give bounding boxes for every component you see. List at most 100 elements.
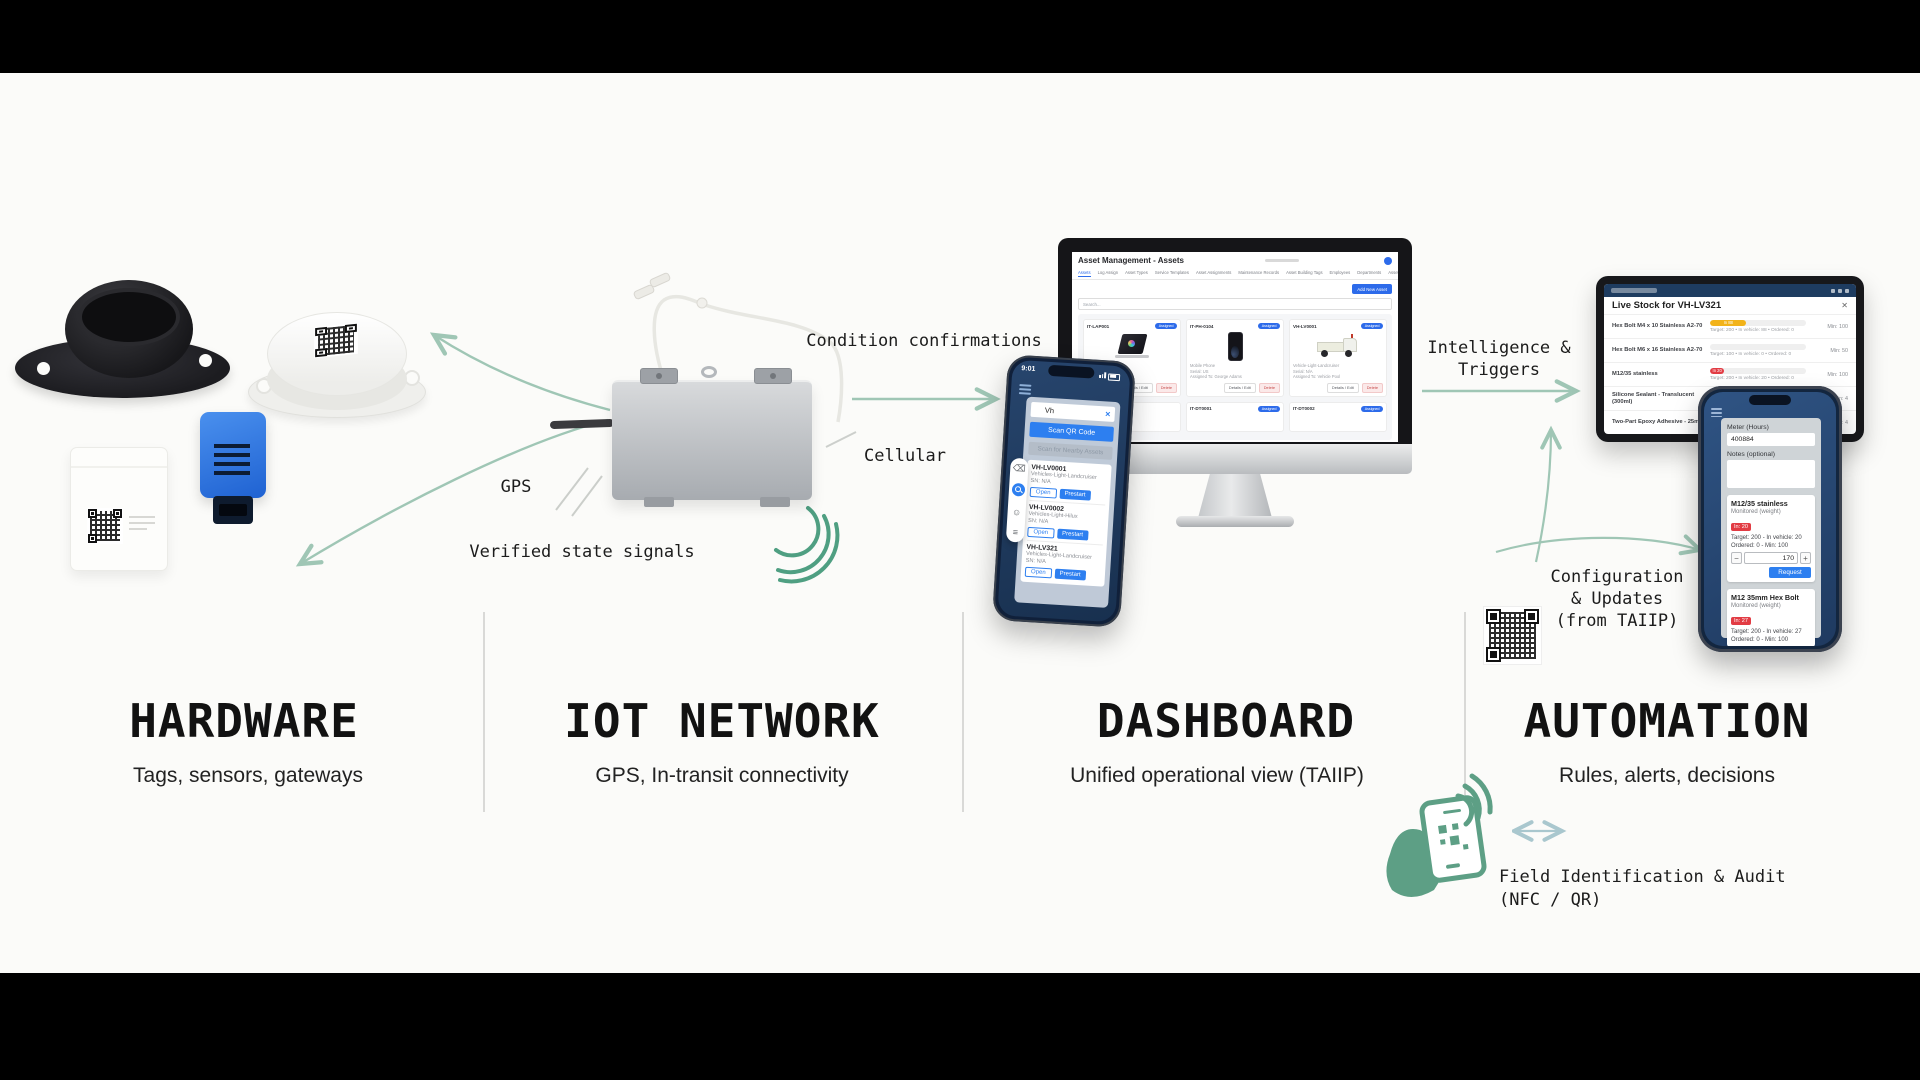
minus-button[interactable]: − [1731, 552, 1742, 564]
user-name-text [1264, 259, 1299, 262]
asset-list-item[interactable]: VH-LV0002 Vehicles-Light-Hilux SN: N/A O… [1026, 503, 1106, 546]
section-subtitle-dashboard: Unified operational view (TAIIP) [1070, 764, 1364, 787]
section-title-hardware: HARDWARE [129, 694, 359, 748]
search-icon[interactable] [1011, 483, 1025, 497]
diagram-canvas [0, 73, 1920, 973]
label-gps: GPS [500, 477, 532, 497]
asset-card[interactable]: IT-DT0001 Assigned [1186, 401, 1284, 432]
section-subtitle-iot: GPS, In-transit connectivity [595, 764, 849, 787]
label-verified-state-signals: Verified state signals [469, 542, 695, 562]
face-icon[interactable]: ☺ [1011, 506, 1022, 518]
stock-bar-track: In 88 [1710, 320, 1806, 327]
dashboard-phone: 9:01 Vh ✕ Scan QR Code Scan for Nearby A… [991, 354, 1137, 628]
asset-list-item[interactable]: VH-LV321 Vehicles-Light-Landcruiser SN: … [1024, 544, 1103, 585]
asset-result-list: VH-LV0001 Vehicles-Light-Landcruiser SN:… [1020, 459, 1112, 587]
stock-row[interactable]: Hex Bolt M6 x 16 Stainless A2-70 Target:… [1604, 338, 1856, 362]
assigned-badge: Assigned [1361, 405, 1383, 412]
user-avatar[interactable] [1384, 256, 1392, 265]
close-icon[interactable]: ✕ [1841, 301, 1848, 310]
menu-lines-icon[interactable]: ≡ [1012, 526, 1019, 538]
asset-list-item[interactable]: VH-LV0001 Vehicles-Light-Landcruiser SN:… [1029, 463, 1108, 506]
live-stock-title: Live Stock for VH-LV321 [1612, 300, 1722, 311]
asset-card[interactable]: IT-PH-0104 Assigned Mobile Phone Serial:… [1186, 319, 1284, 397]
prestart-form-panel: Meter (Hours) 400884 Notes (optional) M1… [1721, 418, 1821, 646]
title-bar-icons[interactable] [1831, 288, 1849, 293]
monitor-stand [1198, 474, 1272, 518]
tab-assets[interactable]: Assets [1078, 270, 1091, 277]
open-button[interactable]: Open [1024, 566, 1052, 579]
tab-asset-pools[interactable]: Asset Pools [1388, 270, 1398, 275]
details-edit-button[interactable]: Details / Edit [1223, 382, 1256, 393]
meter-input[interactable]: 400884 [1727, 433, 1815, 446]
delete-button[interactable]: Delete [1258, 382, 1280, 393]
details-edit-button[interactable]: Details / Edit [1326, 382, 1359, 393]
prestart-button[interactable]: Prestart [1059, 488, 1091, 501]
assigned-badge: Assigned [1361, 323, 1383, 329]
tab-departments[interactable]: Departments [1357, 270, 1382, 275]
tab-service-templates[interactable]: Service Templates [1154, 270, 1189, 275]
assigned-badge: Assigned [1258, 323, 1280, 329]
menu-icon[interactable] [1711, 408, 1722, 419]
stock-item-card: M12 35mm Hex Bolt Monitored (weight) In:… [1727, 589, 1815, 646]
asset-search-input[interactable]: Vh ✕ [1030, 401, 1116, 422]
plus-button[interactable]: + [1800, 552, 1811, 564]
assigned-badge: Assigned [1258, 405, 1280, 412]
open-button[interactable]: Open [1027, 526, 1055, 539]
phone-screen: 9:01 Vh ✕ Scan QR Code Scan for Nearby A… [997, 359, 1131, 623]
tab-employees[interactable]: Employees [1329, 270, 1351, 275]
back-icon[interactable]: ⌫ [1012, 462, 1026, 474]
signal-icon [1099, 372, 1107, 379]
stock-row[interactable]: M12/35 stainless In 20 Target: 200 • In … [1604, 362, 1856, 386]
white-card-tag-image [70, 447, 168, 571]
clear-icon[interactable]: ✕ [1104, 410, 1111, 419]
section-subtitle-automation: Rules, alerts, decisions [1559, 764, 1775, 787]
tablet-title-bar [1604, 284, 1856, 297]
tab-maintenance-records[interactable]: Maintenance Records [1238, 270, 1280, 275]
tab-asset-assignments[interactable]: Asset Assignments [1195, 270, 1232, 275]
tab-log-assign[interactable]: Log Assign [1097, 270, 1119, 275]
laptop-image [1115, 334, 1149, 358]
phone-screen: Meter (Hours) 400884 Notes (optional) M1… [1704, 392, 1836, 646]
delete-button[interactable]: Delete [1155, 382, 1177, 393]
delete-button[interactable]: Delete [1361, 382, 1383, 393]
status-time: 9:01 [1021, 365, 1036, 374]
asset-card[interactable]: VH-LV0001 Assigned Vehicle-Light-Landcru… [1289, 319, 1387, 397]
menu-icon[interactable] [1018, 384, 1032, 397]
meter-label: Meter (Hours) [1727, 424, 1769, 431]
tab-asset-types[interactable]: Asset Types [1125, 270, 1148, 275]
section-subtitle-hardware: Tags, sensors, gateways [133, 764, 363, 787]
tab-asset-building-tags[interactable]: Asset Building Tags [1286, 270, 1323, 275]
scan-qr-button[interactable]: Scan QR Code [1029, 421, 1115, 442]
quantity-value[interactable]: 170 [1744, 552, 1798, 564]
section-divider [483, 612, 485, 812]
scan-nearby-button[interactable]: Scan for Nearby Assets [1028, 441, 1113, 460]
label-cellular: Cellular [864, 446, 946, 466]
prestart-button[interactable]: Prestart [1056, 528, 1089, 541]
section-divider [962, 612, 964, 812]
in-stock-chip: In: 20 [1731, 523, 1751, 531]
notes-textarea[interactable] [1727, 460, 1815, 488]
section-title-dashboard: DASHBOARD [1096, 694, 1356, 748]
ute-image [1315, 334, 1361, 358]
label-condition-confirmations: Condition confirmations [806, 331, 1042, 351]
quantity-stepper: − 170 + [1731, 552, 1811, 564]
open-button[interactable]: Open [1029, 486, 1057, 499]
asset-card[interactable]: IT-DT0002 Assigned [1289, 401, 1387, 432]
section-divider [1464, 612, 1466, 812]
asset-search-input[interactable]: Search... [1078, 298, 1392, 310]
label-intelligence-triggers: Intelligence & Triggers [1427, 338, 1571, 380]
card-qr-code [87, 508, 123, 544]
phone-image [1227, 331, 1243, 361]
asset-search-panel: Vh ✕ Scan QR Code Scan for Nearby Assets… [1014, 396, 1121, 608]
dashboard-tabs: Assets Log Assign Asset Types Service Te… [1072, 267, 1398, 280]
stock-row[interactable]: Hex Bolt M4 x 10 Stainless A2-70 In 88 T… [1604, 314, 1856, 338]
stock-bar-track [1710, 344, 1806, 351]
notes-label: Notes (optional) [1727, 451, 1775, 458]
in-stock-chip: In: 27 [1731, 617, 1751, 625]
battery-icon [1107, 372, 1121, 381]
label-field-identification: Field Identification & Audit (NFC / QR) [1499, 867, 1786, 910]
add-new-asset-button[interactable]: Add New Asset [1352, 284, 1392, 294]
request-button[interactable]: Request [1769, 567, 1811, 578]
stock-item-card: M12/35 stainless Monitored (weight) In: … [1727, 495, 1815, 582]
prestart-button[interactable]: Prestart [1054, 568, 1086, 581]
